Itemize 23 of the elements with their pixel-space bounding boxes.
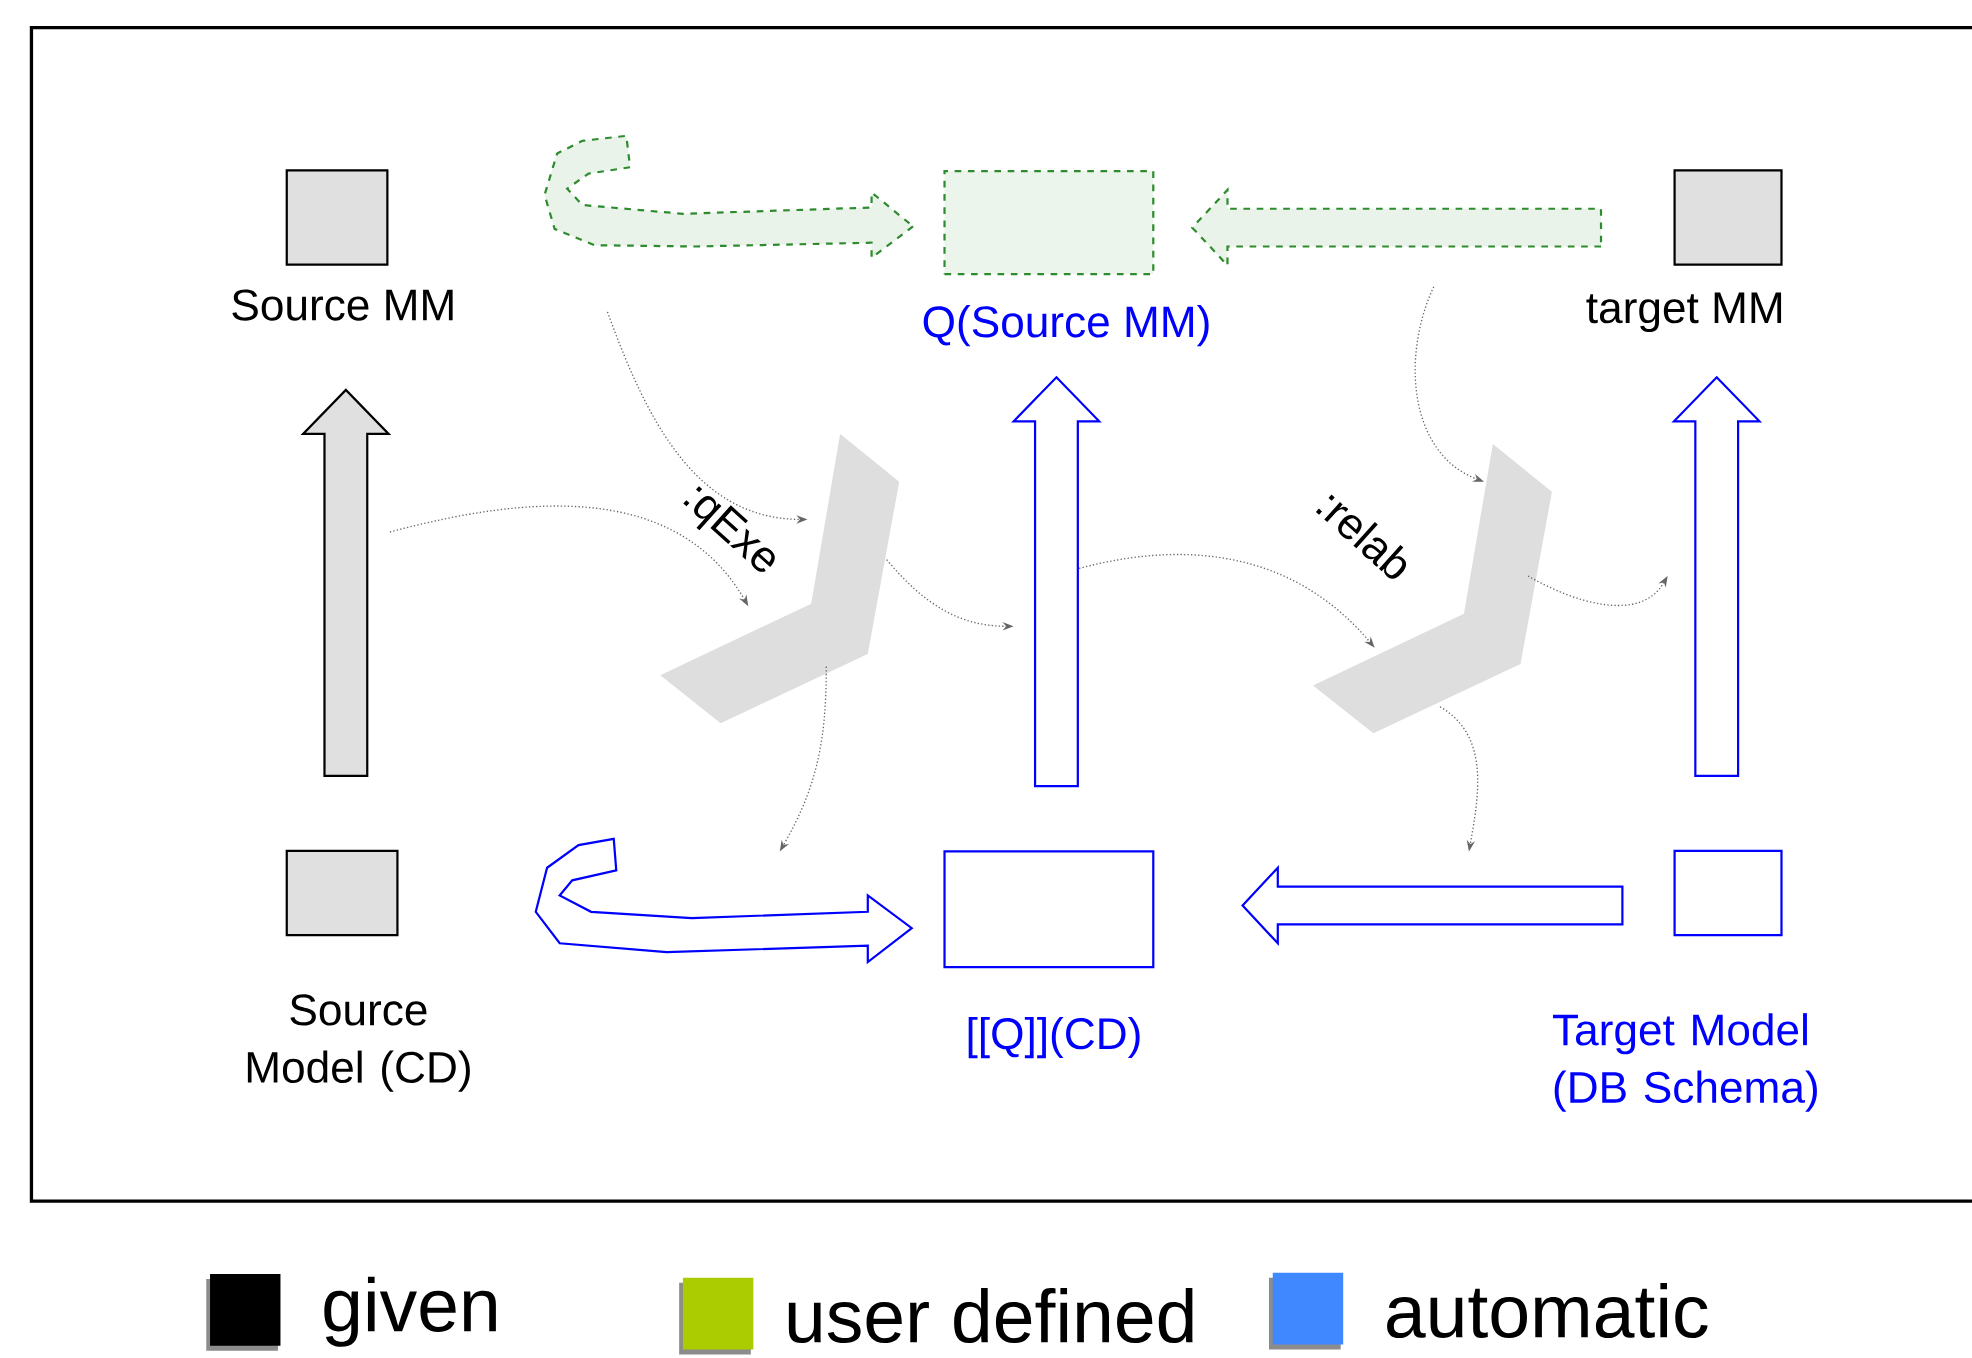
block-arrow bbox=[300, 388, 392, 777]
curved-block-arrow bbox=[543, 134, 915, 260]
labeled-box: Source Model (CD) bbox=[247, 849, 470, 1092]
block-arrow bbox=[1671, 375, 1763, 777]
node-label: [[Q]](CD) bbox=[968, 1016, 1140, 1059]
block-arrow bbox=[1241, 864, 1624, 946]
node-label: target MM bbox=[1586, 292, 1782, 332]
block-arrow bbox=[1011, 375, 1102, 787]
node-label: Source MM bbox=[232, 289, 453, 321]
chevron-shape bbox=[1313, 443, 1552, 734]
legend-label: user defined bbox=[788, 1287, 1193, 1343]
node-label: Target Model (DB Schema) bbox=[1552, 1013, 1817, 1112]
dotted-arrow bbox=[1527, 575, 1668, 607]
chevron-shape bbox=[660, 433, 900, 723]
legend-label: automatic bbox=[1387, 1282, 1708, 1338]
labeled-box: Source MM bbox=[232, 169, 453, 321]
node-label: Source Model (CD) bbox=[247, 994, 470, 1092]
labeled-box: Target Model (DB Schema) bbox=[1552, 849, 1817, 1112]
labeled-box: target MM bbox=[1586, 169, 1783, 332]
node-label: Q(Source MM) bbox=[923, 304, 1209, 347]
labeled-box: Q(Source MM) bbox=[923, 169, 1209, 347]
legend-label: given bbox=[324, 1276, 496, 1347]
labeled-box: [[Q]](CD) bbox=[943, 850, 1155, 1058]
